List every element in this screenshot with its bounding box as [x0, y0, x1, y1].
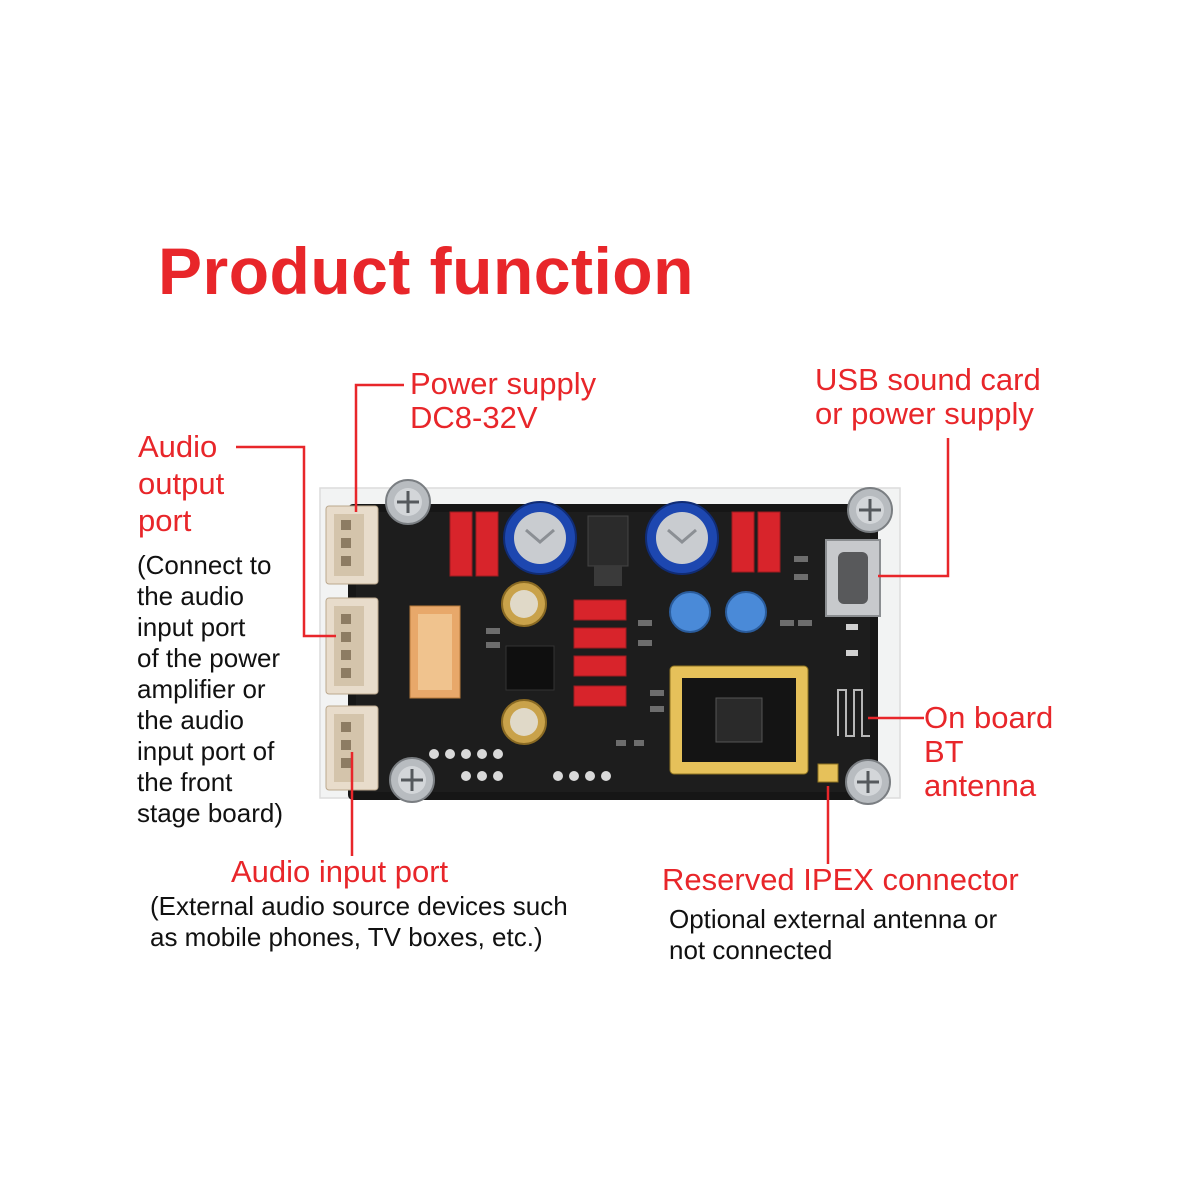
usb-leader — [878, 438, 950, 578]
ipex-connector — [817, 763, 839, 783]
gold-capacitor-bottom — [501, 699, 547, 745]
gold-capacitor-top — [501, 581, 547, 627]
onboard-antenna — [837, 689, 870, 737]
pin-header-right — [553, 771, 611, 781]
power-supply-label: Power supply DC8-32V — [410, 366, 597, 435]
power-supply-leader — [354, 383, 404, 512]
dac-chip — [505, 645, 555, 691]
audio-output-port-description: (Connect to the audio input port of the … — [137, 550, 283, 828]
red-capacitors-center — [573, 599, 627, 707]
voltage-regulator — [587, 515, 629, 567]
red-capacitors-top-right — [731, 511, 781, 573]
audio-input-connector-mid — [325, 597, 379, 695]
red-capacitors-top-left — [449, 511, 499, 577]
screw-bottom-right — [845, 759, 891, 805]
audio-input-port-label: Audio input port — [231, 854, 449, 889]
page-title: Product function — [158, 234, 694, 308]
audio-output-connector — [325, 505, 379, 585]
bt-antenna-label: On board BT antenna — [924, 700, 1054, 803]
ipex-connector-label: Reserved IPEX connector — [662, 862, 1019, 897]
pin-header-left — [429, 749, 503, 781]
audio-input-port-description: (External audio source devices such as m… — [150, 891, 568, 952]
audio-output-leader — [236, 445, 336, 638]
small-blue-capacitors — [669, 591, 767, 633]
bt-module — [669, 665, 809, 775]
screw-top-right — [847, 487, 893, 533]
electrolytic-capacitor-right — [645, 501, 719, 575]
screw-top-left — [385, 479, 431, 525]
electrolytic-capacitor-left — [503, 501, 577, 575]
smd-components — [486, 556, 812, 746]
screw-bottom-left — [389, 757, 435, 803]
usb-sound-card-label: USB sound card or power supply — [815, 362, 1041, 431]
audio-input-connector — [325, 705, 379, 791]
audio-output-port-label: Audio output port — [138, 429, 225, 538]
ipex-connector-description: Optional external antenna or not connect… — [669, 904, 998, 965]
